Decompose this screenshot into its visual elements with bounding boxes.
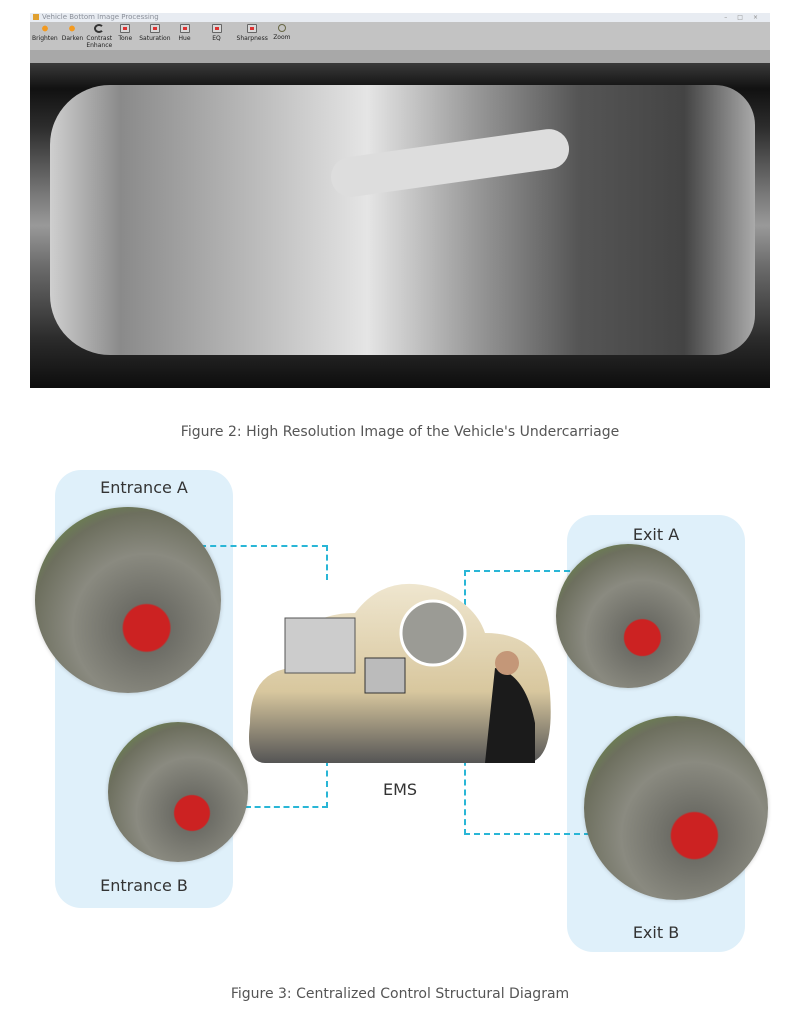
- contrast-enhance-button[interactable]: Contrast Enhance: [86, 24, 112, 49]
- brighten-button[interactable]: Brighten: [32, 24, 58, 42]
- contrast-icon: [94, 24, 105, 33]
- entrance-a-photo: [35, 507, 221, 693]
- image-processing-window: Vehicle Bottom Image Processing – □ × Br…: [30, 13, 770, 388]
- darken-button[interactable]: Darken: [62, 24, 83, 42]
- exit-b-label: Exit B: [632, 923, 680, 942]
- monitor-icon: [179, 24, 190, 33]
- entrance-b-photo: [108, 722, 248, 862]
- eq-button[interactable]: EQ: [207, 24, 227, 42]
- connector-entrance-b: [245, 760, 328, 808]
- zoom-icon: [277, 24, 286, 32]
- app-icon: [33, 14, 39, 20]
- vehicle-underside: [50, 85, 755, 355]
- zoom-button[interactable]: Zoom: [272, 24, 292, 41]
- hue-button[interactable]: Hue: [175, 24, 195, 42]
- exit-b-photo: [584, 716, 768, 900]
- exit-a-label: Exit A: [632, 525, 680, 544]
- maximize-button[interactable]: □: [737, 14, 743, 21]
- connector-entrance-a: [200, 545, 328, 580]
- figure-3-caption: Figure 3: Centralized Control Structural…: [230, 986, 570, 1002]
- entrance-b-label: Entrance B: [100, 876, 188, 895]
- saturation-button[interactable]: Saturation: [139, 24, 171, 42]
- monitor-icon: [149, 24, 160, 33]
- window-title: Vehicle Bottom Image Processing: [42, 13, 159, 21]
- sharpness-button[interactable]: Sharpness: [237, 24, 268, 42]
- toolbar: Brighten Darken Contrast Enhance Tone Sa…: [30, 22, 770, 50]
- minimize-button[interactable]: –: [724, 14, 728, 21]
- figure-2-caption: Figure 2: High Resolution Image of the V…: [180, 424, 620, 440]
- exit-a-photo: [556, 544, 700, 688]
- sun-up-icon: [39, 24, 50, 33]
- title-bar: Vehicle Bottom Image Processing – □ ×: [30, 13, 770, 22]
- connector-exit-b: [464, 740, 590, 835]
- connector-exit-a: [464, 570, 580, 605]
- monitor-icon: [211, 24, 222, 33]
- monitor-icon: [120, 24, 131, 33]
- sun-down-icon: [67, 24, 78, 33]
- toolbar-separator: [30, 50, 770, 63]
- entrance-a-label: Entrance A: [100, 478, 188, 497]
- close-button[interactable]: ×: [752, 14, 758, 21]
- tone-button[interactable]: Tone: [115, 24, 135, 42]
- monitor-icon: [247, 24, 258, 33]
- undercarriage-image: [30, 63, 770, 388]
- ems-label: EMS: [382, 780, 418, 799]
- ems-cloud-image: [249, 583, 551, 763]
